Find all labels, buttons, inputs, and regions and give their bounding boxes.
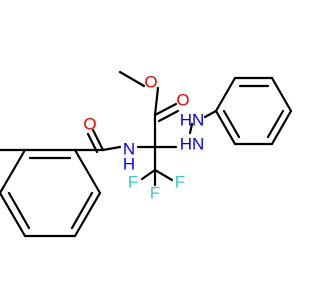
bond-tolyl-1 (73, 148, 102, 195)
bond-tolyl-2 (73, 191, 102, 238)
atom-fluorine-bottom: F (150, 184, 160, 203)
bond-esterC-carbonylO-1 (153, 102, 178, 117)
bond-tolyl-inner-1 (70, 191, 94, 230)
bond-amideC-O-1 (91, 128, 105, 152)
atom-amide-hydrogen: H (123, 155, 135, 174)
bond-CF3C-F-right (153, 168, 174, 182)
bond-tolyl-4 (0, 191, 27, 238)
bond-phenyl-1 (214, 76, 237, 113)
atom-hydrazine-nitrogen-2: HN (180, 135, 205, 154)
atom-amide-nitrogen: N (123, 140, 135, 159)
bond-methyl-O (118, 70, 146, 88)
bond-esterC-carbonylO-2 (157, 109, 180, 123)
bond-phenyl-6 (214, 109, 237, 146)
atom-fluorine-right: F (175, 173, 185, 192)
atom-fluorine-left: F (128, 173, 138, 192)
atom-ester-oxygen: O (144, 73, 157, 92)
bond-phenyl-4 (270, 109, 293, 146)
atom-amide-oxygen: O (83, 115, 96, 134)
molecule-structure-diagram: O O O N H HN HN F F F (0, 70, 293, 238)
atom-hydrazine-nitrogen-1: HN (180, 111, 205, 130)
bond-layer (0, 70, 293, 238)
bond-amideN-amideC (101, 145, 122, 152)
bond-phenyl-inner-3 (222, 109, 241, 139)
bond-phenyl-inner-2 (266, 109, 285, 139)
atom-ester-carbonyl-oxygen: O (176, 91, 189, 110)
bond-phenyl-3 (270, 76, 293, 113)
bond-tolyl-inner-2 (7, 191, 31, 230)
bond-hydrazine-NN (188, 122, 194, 135)
atom-label-layer: O O O N H HN HN F F F (83, 73, 204, 203)
bond-hydrazineN-phenyl (203, 109, 218, 119)
bond-tolyl-5 (0, 148, 27, 195)
bond-CF3C-F-left (140, 168, 157, 181)
bond-O-esterC (153, 86, 160, 117)
